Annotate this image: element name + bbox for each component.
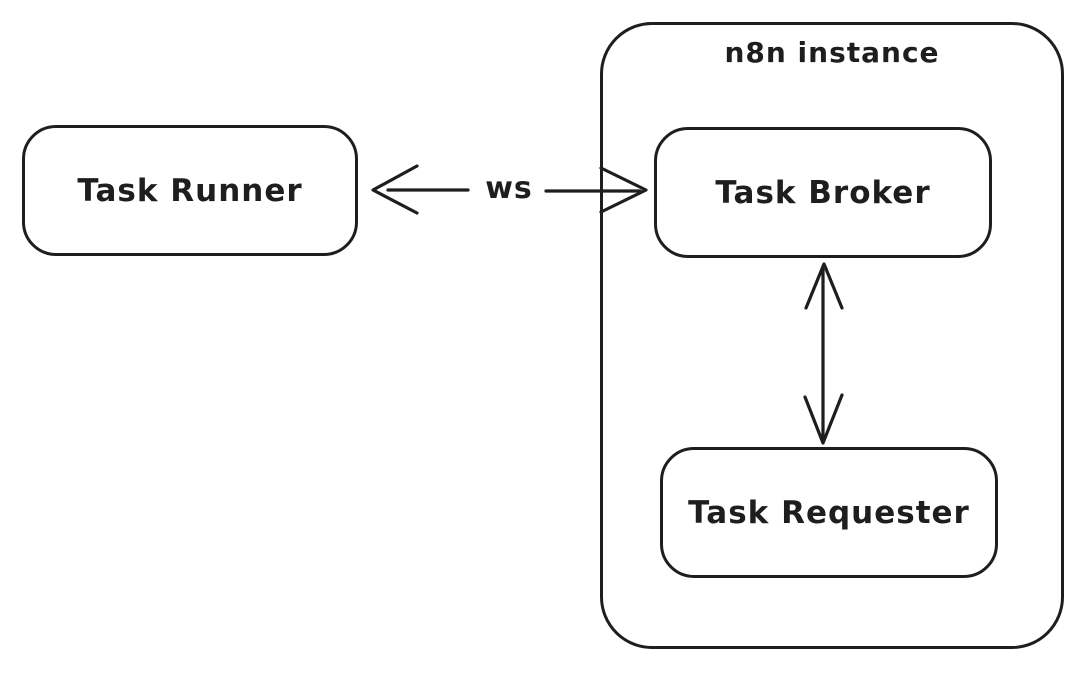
ws-edge-label: ws bbox=[474, 171, 544, 206]
task-requester-label: Task Requester bbox=[688, 494, 970, 531]
node-task-broker: Task Broker bbox=[654, 127, 992, 258]
task-broker-label: Task Broker bbox=[715, 174, 931, 211]
node-task-runner: Task Runner bbox=[22, 125, 358, 256]
n8n-instance-label: n8n instance bbox=[724, 36, 940, 69]
task-runner-label: Task Runner bbox=[77, 172, 303, 209]
node-task-requester: Task Requester bbox=[660, 447, 998, 578]
